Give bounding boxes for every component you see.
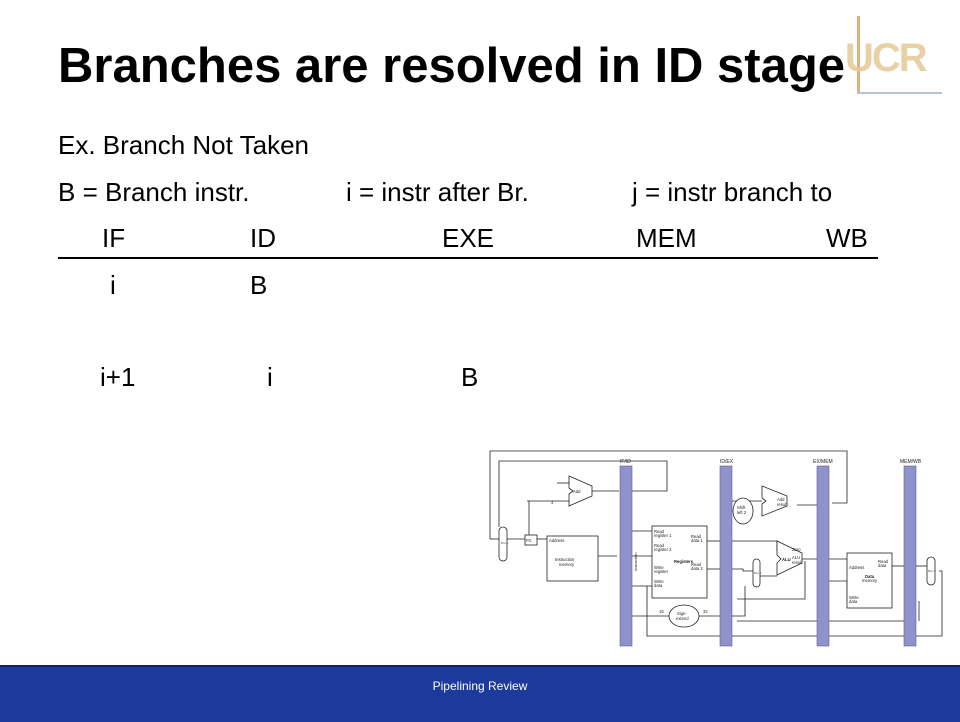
label-sign-extend-a: Sign- bbox=[677, 611, 687, 616]
slide-title: Branches are resolved in ID stage bbox=[58, 39, 846, 93]
pipelined-datapath-diagram: IF/ID ID/EX EX/MEM MEM/WB Add Add result… bbox=[489, 450, 943, 647]
label-dm-read-a: Read bbox=[878, 559, 889, 564]
pipeline-cell: B bbox=[461, 362, 479, 392]
label-dm-write-b: data bbox=[849, 599, 858, 604]
label-pc: PC bbox=[526, 538, 532, 543]
logo-line-vertical bbox=[857, 16, 860, 94]
label-shift-2: left 2 bbox=[737, 510, 747, 515]
writeback-mux bbox=[926, 556, 936, 586]
stage-wb: WB bbox=[826, 223, 868, 253]
label-read-data2-b: data 2 bbox=[691, 566, 703, 571]
pc-register bbox=[524, 534, 538, 546]
branch-adder bbox=[761, 485, 788, 517]
ucr-logo: UCR bbox=[845, 16, 945, 96]
legend-branch-target: j = instr branch to bbox=[632, 177, 833, 207]
label-four: 4 bbox=[551, 500, 554, 505]
sign-extend bbox=[668, 604, 700, 628]
label-alu: ALU bbox=[782, 557, 791, 562]
logo-line-horizontal bbox=[857, 92, 942, 94]
label-dm-read-b: data bbox=[878, 563, 887, 568]
label-read-reg2-b: register 2 bbox=[654, 547, 672, 552]
label-write-reg-b: register bbox=[654, 569, 669, 574]
example-line: Ex. Branch Not Taken bbox=[58, 130, 309, 160]
label-read-reg1-b: register 1 bbox=[654, 533, 672, 538]
label-write-data-b: data bbox=[654, 583, 663, 588]
logo-text: UCR bbox=[845, 36, 928, 80]
label-wb-mux: M u x bbox=[928, 569, 936, 573]
label-dm-address: Address bbox=[849, 565, 864, 570]
legend-branch: B = Branch instr. bbox=[58, 177, 250, 207]
stage-id: ID bbox=[250, 223, 276, 253]
pc-mux bbox=[498, 526, 508, 562]
pipeline-register-id-ex bbox=[719, 465, 733, 647]
label-shift-1: Shift bbox=[737, 505, 746, 510]
label-if-id: IF/ID bbox=[620, 459, 631, 465]
label-write-data-a: Write bbox=[654, 579, 664, 584]
label-thirtytwo: 32 bbox=[703, 609, 708, 614]
label-alu-result-a: ALU bbox=[792, 555, 800, 560]
footer-text: Pipelining Review bbox=[432, 679, 528, 693]
label-registers: Registers bbox=[674, 559, 694, 564]
register-file bbox=[651, 525, 708, 599]
pipeline-cell: B bbox=[250, 270, 268, 300]
pc-adder bbox=[568, 475, 593, 507]
stage-if: IF bbox=[102, 223, 126, 253]
label-read-reg1-a: Read bbox=[654, 529, 665, 534]
label-add-result-2: result bbox=[777, 502, 788, 507]
pipeline-cell: i bbox=[267, 362, 273, 392]
label-ex-mem: EX/MEM bbox=[813, 459, 833, 465]
pipeline-register-if-id bbox=[619, 465, 633, 647]
label-write-reg-a: Write bbox=[654, 565, 664, 570]
label-read-reg2-a: Read bbox=[654, 543, 665, 548]
label-alu-mux: M u x bbox=[754, 571, 762, 575]
label-mem-wb: MEM/WB bbox=[900, 459, 922, 465]
pipeline-cell: i+1 bbox=[100, 362, 136, 392]
label-id-ex: ID/EX bbox=[720, 459, 734, 465]
label-instr-mem-1: Instruction bbox=[555, 557, 575, 562]
pipeline-register-mem-wb bbox=[903, 465, 917, 647]
label-zero: Zero bbox=[792, 547, 801, 552]
shift-left-2 bbox=[732, 497, 754, 525]
label-sixteen: 16 bbox=[659, 609, 664, 614]
pipeline-cell: i bbox=[110, 270, 116, 300]
footer-bar: Pipelining Review bbox=[0, 665, 960, 722]
label-dm-name-b: memory bbox=[862, 578, 878, 583]
label-instr-mem-2: memory bbox=[559, 562, 575, 567]
label-add-result-1: Add bbox=[777, 497, 785, 502]
data-memory bbox=[846, 552, 893, 609]
instruction-memory bbox=[546, 535, 599, 582]
alu-mux bbox=[752, 558, 761, 588]
label-instruction: Instruction bbox=[633, 553, 638, 571]
label-read-data1-b: data 1 bbox=[691, 538, 703, 543]
label-sign-extend-b: extend bbox=[676, 616, 689, 621]
label-pc-mux: M u x bbox=[501, 541, 509, 545]
pipeline-register-ex-mem bbox=[816, 465, 830, 647]
label-dm-name-a: Data bbox=[865, 574, 875, 579]
label-add: Add bbox=[573, 489, 581, 494]
label-address: Address bbox=[549, 538, 564, 543]
stage-exe: EXE bbox=[442, 223, 495, 253]
label-alu-result-b: result bbox=[792, 560, 803, 565]
label-read-data2-a: Read bbox=[691, 562, 702, 567]
label-dm-write-a: Write bbox=[849, 595, 859, 600]
stage-mem: MEM bbox=[636, 223, 697, 253]
label-read-data1-a: Read bbox=[691, 534, 702, 539]
pipeline-stage-header: IF ID EXE MEM WB bbox=[58, 223, 878, 259]
alu bbox=[776, 540, 803, 576]
legend-instr-after: i = instr after Br. bbox=[346, 177, 529, 207]
